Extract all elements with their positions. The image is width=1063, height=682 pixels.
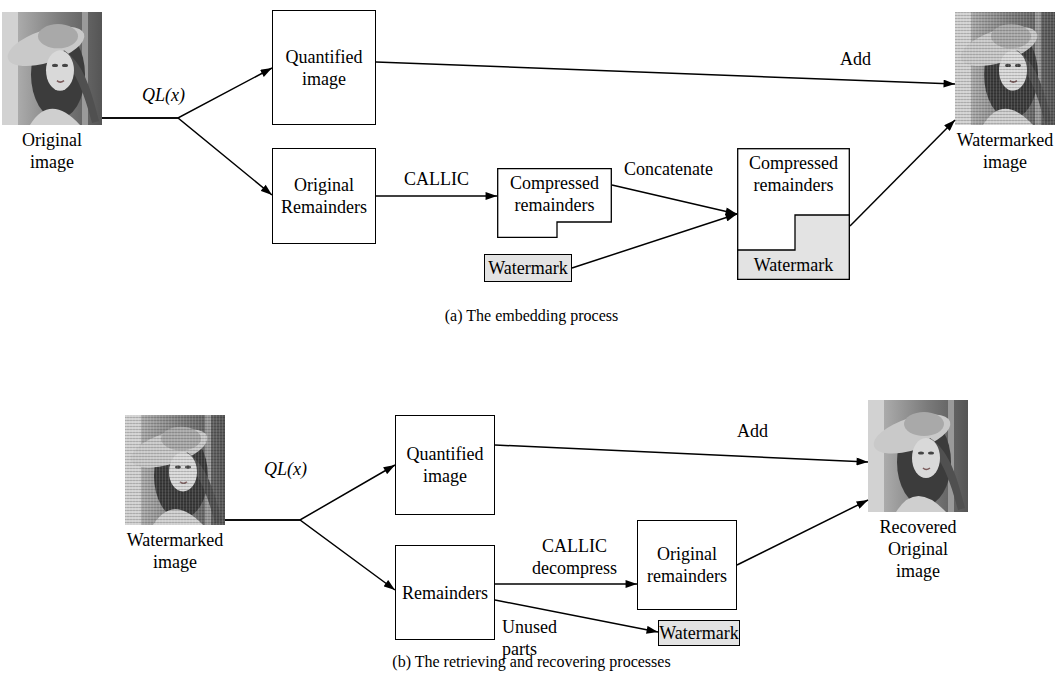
figure-caption: (a) The embedding process bbox=[0, 306, 1063, 326]
photo-watermarked bbox=[125, 415, 225, 525]
photo-watermarked bbox=[955, 12, 1055, 125]
edge-label: Concatenate bbox=[622, 158, 715, 180]
flow-arrow bbox=[737, 500, 868, 565]
flow-arrow bbox=[225, 465, 395, 520]
stepped-box: Compressed remainders bbox=[497, 168, 612, 238]
box-label: Watermark bbox=[488, 257, 568, 279]
watermark-box: Watermark bbox=[658, 620, 740, 646]
box-label: Original Remainders bbox=[277, 174, 371, 218]
flow-arrow bbox=[102, 68, 272, 118]
watermark-box: Watermark bbox=[484, 254, 572, 282]
flow-arrow bbox=[495, 583, 637, 585]
edge-label: CALLIC bbox=[402, 168, 471, 190]
flow-arrow bbox=[225, 520, 395, 590]
concatenated-box: Compressed remaindersWatermark bbox=[737, 148, 850, 280]
flow-arrow bbox=[612, 185, 737, 214]
image-caption: Recovered Original image bbox=[866, 516, 970, 582]
process-box: Original Remainders bbox=[272, 148, 376, 244]
box-label: Quantified image bbox=[277, 46, 371, 90]
flow-arrow bbox=[850, 120, 955, 226]
image-caption: Watermarked image bbox=[123, 529, 227, 573]
box-label: Quantified image bbox=[400, 443, 490, 487]
edge-label: QL(x) bbox=[140, 84, 187, 106]
image-caption: Original image bbox=[0, 129, 104, 173]
photo-original bbox=[2, 12, 102, 125]
box-label: Original remainders bbox=[642, 543, 732, 587]
process-box: Quantified image bbox=[395, 415, 495, 515]
image-node: Original image bbox=[2, 12, 102, 125]
edge-label: Add bbox=[838, 48, 873, 70]
flow-arrow bbox=[102, 118, 272, 195]
edge-label: Add bbox=[735, 420, 770, 442]
process-box: Remainders bbox=[395, 545, 495, 640]
box-label: Remainders bbox=[402, 582, 488, 604]
process-box: Quantified image bbox=[272, 10, 376, 125]
box-label: Watermark bbox=[659, 622, 739, 644]
edge-label: QL(x) bbox=[262, 458, 309, 480]
box-label: Compressed remainders bbox=[737, 152, 850, 196]
process-box: Original remainders bbox=[637, 520, 737, 610]
image-node: Watermarked image bbox=[125, 415, 225, 525]
image-node: Watermarked image bbox=[955, 12, 1055, 125]
edge-label: CALLIC decompress bbox=[515, 535, 634, 579]
image-node: Recovered Original image bbox=[868, 400, 968, 512]
image-caption: Watermarked image bbox=[953, 129, 1057, 173]
flow-arrow bbox=[376, 195, 497, 197]
box-label: Watermark bbox=[737, 254, 850, 276]
photo-recovered bbox=[868, 400, 968, 512]
box-label: Compressed remainders bbox=[497, 172, 612, 216]
flow-arrow bbox=[495, 445, 868, 462]
figure-caption: (b) The retrieving and recovering proces… bbox=[0, 652, 1063, 672]
